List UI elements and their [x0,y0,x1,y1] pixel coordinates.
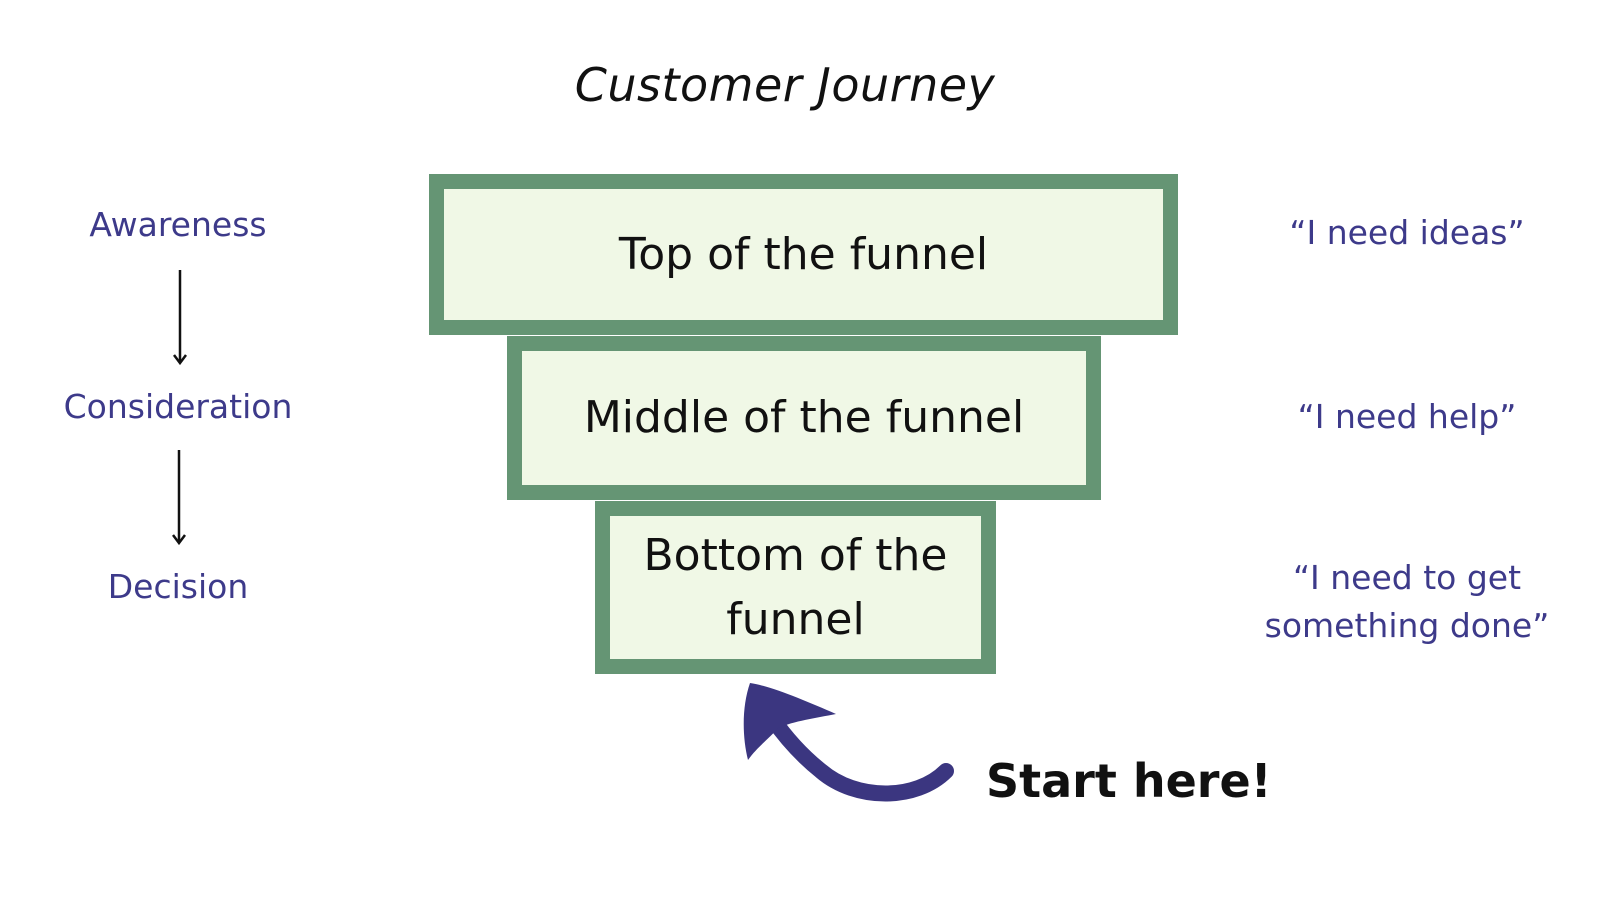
funnel-bottom-label-line1: Bottom of the [643,529,948,581]
quote-top: “I need ideas” [1289,213,1525,252]
curved-arrow-icon [743,683,954,802]
stage-decision: Decision [107,567,249,606]
stage-awareness: Awareness [89,205,267,244]
funnel-bottom-label-line2: funnel [726,593,865,645]
quote-bottom-line1: “I need to get [1292,558,1522,597]
down-arrow-icon [172,450,186,546]
funnel-middle: Middle of the funnel [507,336,1101,500]
quote-bottom: “I need to get something done” [1227,554,1587,650]
funnel-top-label: Top of the funnel [618,228,989,280]
stage-consideration: Consideration [63,387,293,426]
start-here-label: Start here! [986,754,1272,808]
diagram-title: Customer Journey [574,58,996,112]
down-arrow-icon [173,270,187,366]
funnel-bottom: Bottom of the funnel [595,501,996,674]
funnel-bottom-label: Bottom of the funnel [644,524,948,652]
funnel-top: Top of the funnel [429,174,1178,335]
quote-bottom-line2: something done” [1264,606,1550,645]
funnel-middle-label: Middle of the funnel [583,392,1025,443]
quote-middle: “I need help” [1297,397,1517,436]
